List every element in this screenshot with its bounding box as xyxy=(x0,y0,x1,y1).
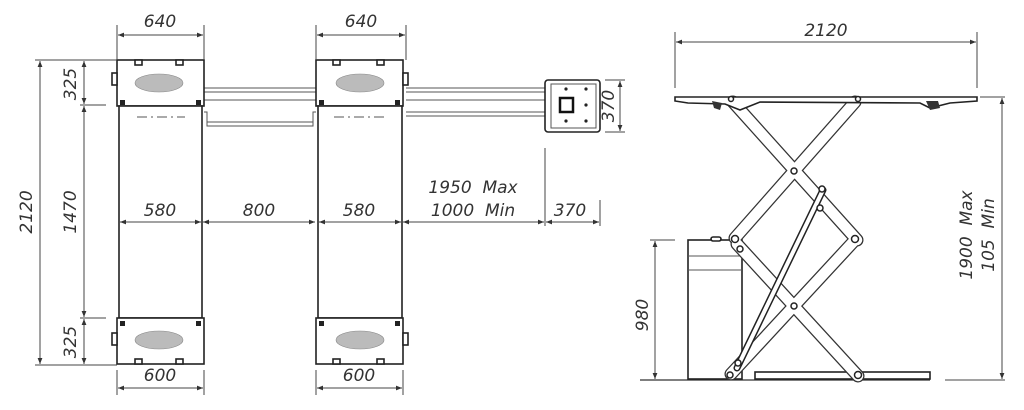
control-box xyxy=(544,79,601,133)
tread-pattern xyxy=(134,330,184,350)
dim-label: 600 xyxy=(144,366,176,386)
power-unit xyxy=(687,236,743,380)
platform-right xyxy=(315,59,409,365)
dim-label: 1000 Min xyxy=(431,201,515,221)
platform-body-right xyxy=(317,105,403,319)
tread-pattern xyxy=(134,73,184,93)
tread-pattern xyxy=(335,330,385,350)
dim-label: 2120 xyxy=(804,21,847,41)
dim-label: 1900 Max xyxy=(957,189,977,279)
hose-rails xyxy=(204,87,545,127)
dim-label: 370 xyxy=(554,201,586,221)
side-view-dimensions: 2120 1900 Max 105 Min 980 xyxy=(633,21,1005,381)
dim-label: 325 xyxy=(61,326,81,358)
dim-label: 600 xyxy=(343,366,375,386)
dim-label: 640 xyxy=(144,12,176,32)
base-plate xyxy=(754,371,931,380)
top-view: 640 640 2120 325 1470 325 580 800 580 19… xyxy=(17,12,625,395)
dim-label: 105 Min xyxy=(979,198,999,271)
dim-label: 580 xyxy=(144,201,176,221)
dim-label: 325 xyxy=(61,68,81,100)
dim-label: 1470 xyxy=(61,190,81,233)
side-platform xyxy=(674,95,978,111)
dim-label: 800 xyxy=(243,201,275,221)
scissor-mechanism xyxy=(724,95,865,383)
dim-label: 580 xyxy=(343,201,375,221)
platform-left xyxy=(111,59,205,365)
dim-label: 1950 Max xyxy=(428,178,518,198)
platform-body-left xyxy=(118,105,203,319)
side-view: 2120 1900 Max 105 Min 980 xyxy=(633,21,1005,383)
dim-label: 2120 xyxy=(17,190,37,233)
tread-pattern xyxy=(335,73,385,93)
top-view-dimensions: 640 640 2120 325 1470 325 580 800 580 19… xyxy=(17,12,625,395)
dim-label: 640 xyxy=(345,12,377,32)
dim-label: 980 xyxy=(633,299,653,331)
dim-label: 370 xyxy=(599,90,619,122)
main-switch-icon xyxy=(558,96,575,114)
